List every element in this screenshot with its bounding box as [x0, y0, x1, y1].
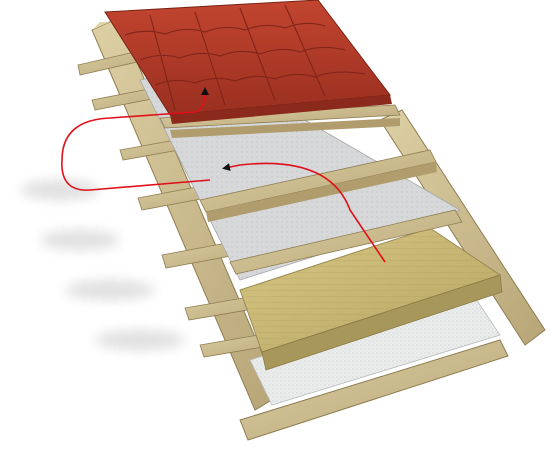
roof-layers-diagram [0, 0, 552, 465]
roof-cross-section [0, 0, 552, 465]
